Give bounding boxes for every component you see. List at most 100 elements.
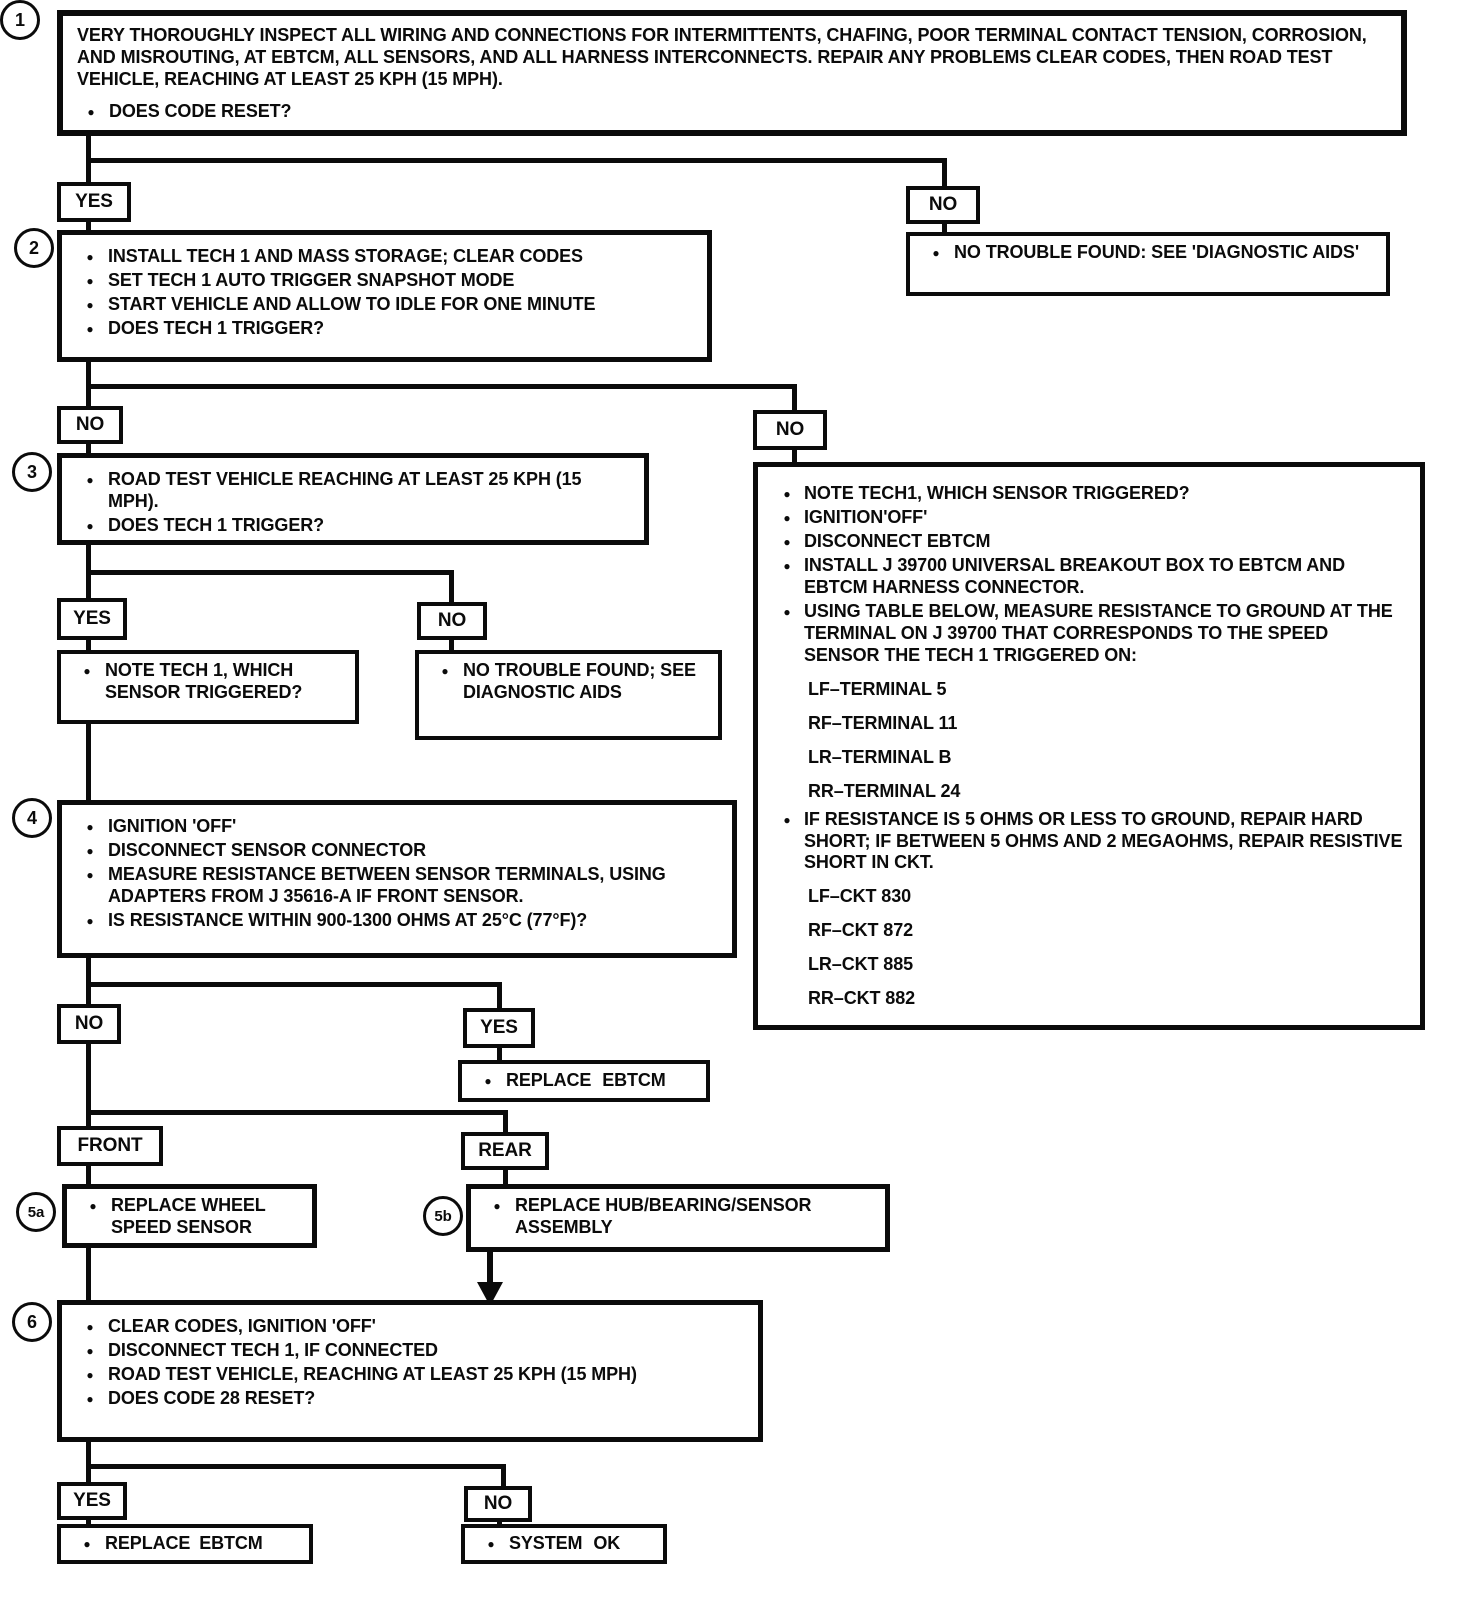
step-4-item: IGNITION 'OFF' [108, 816, 237, 836]
step-4-item: DISCONNECT SENSOR CONNECTOR [108, 840, 426, 860]
step-5a-text: REPLACE WHEEL SPEED SENSOR [111, 1195, 266, 1237]
replace-ebtcm-mid-text: REPLACE EBTCM [506, 1070, 666, 1091]
no-trouble-found-top-box: ● NO TROUBLE FOUND: SEE 'DIAGNOSTIC AIDS… [906, 232, 1390, 296]
step-3-item: DOES TECH 1 TRIGGER? [108, 514, 325, 535]
branch-label-text: NO [483, 1493, 513, 1514]
branch-label-text: YES [73, 1490, 111, 1511]
step-number-text: 2 [29, 237, 39, 258]
circuit-list-item: LF–CKT 830 [808, 886, 912, 907]
bullet-icon: ● [484, 1074, 492, 1088]
bullet-icon: ● [87, 104, 95, 119]
right-procedure-item: INSTALL J 39700 UNIVERSAL BREAKOUT BOX T… [804, 555, 1345, 597]
connector-line [86, 442, 91, 456]
step-number-text: 5b [434, 1207, 452, 1225]
branch-label-text: YES [73, 608, 111, 629]
bullet-icon: ● [441, 664, 449, 678]
branch-yes-3: YES [57, 598, 127, 640]
step-number-text: 5a [27, 1203, 45, 1221]
step-5a-number: 5a [16, 1192, 56, 1232]
step-number-text: 3 [27, 461, 37, 482]
terminal-list-item: LR–TERMINAL B [808, 746, 952, 767]
step-3-item: ROAD TEST VEHICLE REACHING AT LEAST 25 K… [108, 469, 582, 511]
connector-line [86, 1518, 91, 1526]
step-2-item: DOES TECH 1 TRIGGER? [108, 318, 325, 338]
branch-yes-1: YES [57, 182, 131, 222]
bullet-icon: ● [86, 274, 94, 288]
step-4-number: 4 [12, 798, 52, 838]
step-number-text: 1 [15, 9, 25, 30]
circuit-list-item: RF–CKT 872 [808, 920, 914, 941]
branch-yes-6: YES [57, 1482, 127, 1520]
connector-line [86, 1110, 508, 1115]
bullet-icon: ● [86, 250, 94, 264]
step-5a-box: ● REPLACE WHEEL SPEED SENSOR [62, 1184, 317, 1248]
connector-line [86, 1464, 506, 1469]
connector-line [503, 1168, 508, 1188]
note-tech-box: ● NOTE TECH 1, WHICH SENSOR TRIGGERED? [57, 650, 359, 724]
connector-line [86, 1164, 91, 1188]
bullet-icon: ● [783, 604, 791, 619]
connector-line [86, 982, 502, 987]
bullet-icon: ● [783, 487, 791, 501]
step-number-text: 4 [27, 807, 37, 828]
replace-ebtcm-mid-box: ● REPLACE EBTCM [458, 1060, 710, 1102]
branch-label-text: NO [437, 610, 467, 631]
connector-line [86, 1042, 91, 1130]
circuit-list: LF–CKT 830 RF–CKT 872 LR–CKT 885 RR–CKT … [808, 886, 1408, 1010]
bullet-icon: ● [86, 473, 94, 487]
bullet-icon: ● [783, 535, 791, 549]
step-6-box: ●CLEAR CODES, IGNITION 'OFF' ●DISCONNECT… [57, 1300, 763, 1442]
connector-line [792, 384, 797, 412]
bullet-icon: ● [86, 1392, 94, 1406]
connector-line [942, 222, 947, 234]
terminal-list-item: RF–TERMINAL 11 [808, 712, 958, 733]
step-6-item: ROAD TEST VEHICLE, REACHING AT LEAST 25 … [108, 1364, 637, 1384]
branch-no-3: NO [417, 602, 487, 640]
branch-label-text: FRONT [77, 1135, 143, 1156]
replace-ebtcm-final-text: REPLACE EBTCM [105, 1533, 263, 1554]
step-6-number: 6 [12, 1302, 52, 1342]
bullet-icon: ● [487, 1537, 495, 1551]
bullet-icon: ● [86, 518, 94, 533]
step-3-box: ● ROAD TEST VEHICLE REACHING AT LEAST 25 … [57, 453, 649, 545]
branch-rear: REAR [461, 1132, 549, 1170]
bullet-icon: ● [89, 1199, 97, 1213]
branch-label-text: REAR [478, 1140, 532, 1161]
step-1-number: 1 [0, 0, 40, 40]
connector-line [497, 1520, 502, 1526]
connector-line [86, 570, 454, 575]
branch-label-text: NO [928, 194, 958, 215]
branch-label-text: NO [775, 419, 805, 440]
connector-line [503, 1110, 508, 1136]
step-2-item: START VEHICLE AND ALLOW TO IDLE FOR ONE … [108, 294, 596, 314]
branch-label-text: YES [480, 1017, 518, 1038]
right-procedure-box: ●NOTE TECH1, WHICH SENSOR TRIGGERED? ●IG… [753, 462, 1425, 1030]
right-procedure-item: IF RESISTANCE IS 5 OHMS OR LESS TO GROUN… [804, 808, 1403, 873]
step-6-item: CLEAR CODES, IGNITION 'OFF' [108, 1316, 376, 1336]
no-trouble-found-top-text: NO TROUBLE FOUND: SEE 'DIAGNOSTIC AIDS' [954, 242, 1360, 262]
bullet-icon: ● [86, 298, 94, 312]
bullet-icon: ● [83, 1537, 91, 1551]
bullet-icon: ● [86, 1368, 94, 1382]
right-procedure-item: USING TABLE BELOW, MEASURE RESISTANCE TO… [804, 600, 1393, 665]
right-procedure-item: NOTE TECH1, WHICH SENSOR TRIGGERED? [804, 483, 1190, 503]
system-ok-text: SYSTEM OK [509, 1533, 621, 1554]
connector-line [497, 982, 502, 1012]
bullet-icon: ● [86, 913, 94, 928]
bullet-icon: ● [83, 664, 91, 678]
circuit-list-item: RR–CKT 882 [808, 988, 916, 1009]
branch-no-6: NO [464, 1486, 532, 1522]
bullet-icon: ● [86, 322, 94, 336]
bullet-icon: ● [86, 844, 94, 858]
step-1-question: DOES CODE RESET? [109, 100, 292, 121]
step-2-item: INSTALL TECH 1 AND MASS STORAGE; CLEAR C… [108, 246, 583, 266]
step-2-item: SET TECH 1 AUTO TRIGGER SNAPSHOT MODE [108, 270, 515, 290]
step-1-box: VERY THOROUGHLY INSPECT ALL WIRING AND C… [57, 10, 1407, 136]
step-2-box: ● INSTALL TECH 1 AND MASS STORAGE; CLEAR … [57, 230, 712, 362]
step-5b-number: 5b [423, 1196, 463, 1236]
connector-line [86, 1246, 91, 1304]
connector-line [487, 1250, 493, 1286]
branch-no-1: NO [906, 186, 980, 224]
bullet-icon: ● [86, 820, 94, 834]
